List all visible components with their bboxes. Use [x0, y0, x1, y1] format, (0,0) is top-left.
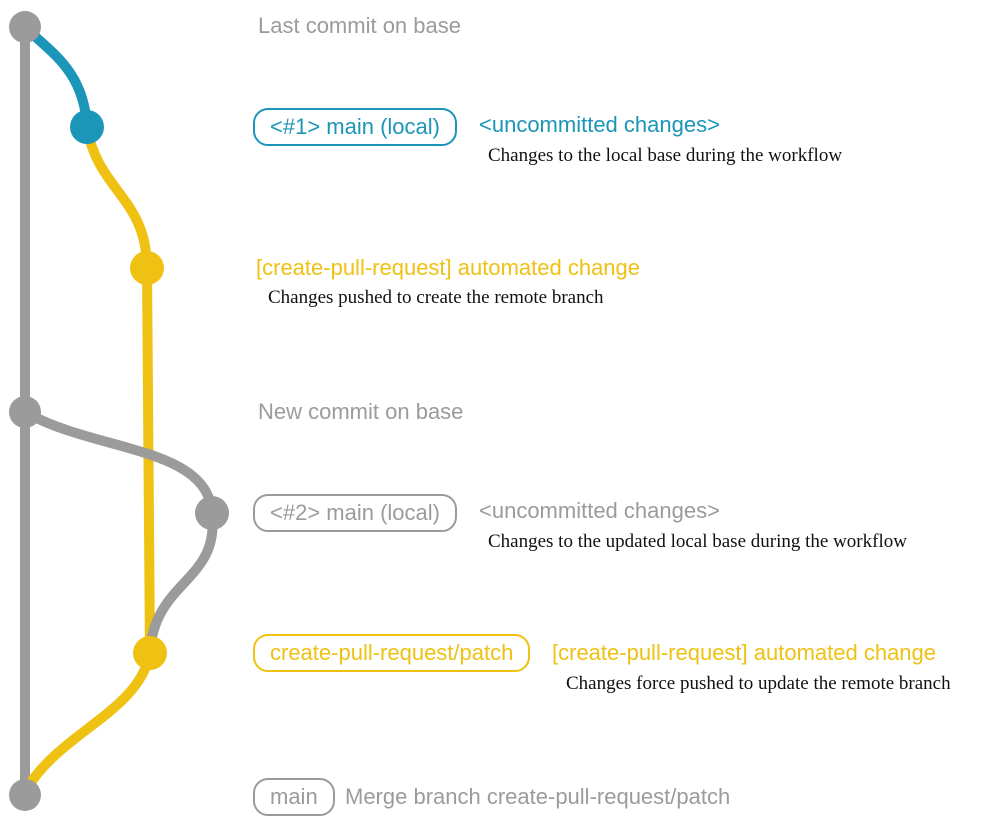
- commit-dot-patch-2: [133, 636, 167, 670]
- patch-branch-line: [142, 263, 155, 658]
- commit-dot-new-base: [9, 396, 41, 428]
- patch-merge-edge: [21, 648, 155, 795]
- base-to-local-main-2-edge: [20, 407, 217, 518]
- commit-dot-patch-1: [130, 251, 164, 285]
- note-automated-change-2: [create-pull-request] automated change: [552, 640, 937, 665]
- tag-uncommitted-changes-2: <uncommitted changes>: [479, 498, 720, 523]
- commit-dot-local-main-1: [70, 110, 104, 144]
- note-new-commit: New commit on base: [258, 399, 464, 424]
- desc-force-push-branch: Changes force pushed to update the remot…: [566, 673, 951, 694]
- desc-local-base-changes-2: Changes to the updated local base during…: [488, 531, 907, 552]
- note-merge-branch: Merge branch create-pull-request/patch: [345, 784, 731, 809]
- commit-dot-last-base: [9, 11, 41, 43]
- commit-dot-merge: [9, 779, 41, 811]
- branch-badge-patch: create-pull-request/patch: [253, 634, 531, 673]
- branch-badge-main: main: [253, 778, 335, 817]
- tag-uncommitted-changes-1: <uncommitted changes>: [479, 112, 720, 137]
- note-last-commit: Last commit on base: [258, 13, 461, 38]
- patch-branch-create-edge: [82, 122, 152, 273]
- branch-badge-main-local-2: <#2> main (local): [253, 494, 457, 533]
- desc-local-base-changes-1: Changes to the local base during the wor…: [488, 145, 843, 166]
- local-main-2-to-patch-edge: [145, 508, 218, 658]
- commit-dot-local-main-2: [195, 496, 229, 530]
- branch-badge-main-local-1: <#1> main (local): [253, 108, 457, 147]
- note-automated-change-1: [create-pull-request] automated change: [256, 255, 641, 280]
- local-main-1-edge: [20, 22, 92, 132]
- desc-push-create-branch: Changes pushed to create the remote bran…: [268, 287, 604, 308]
